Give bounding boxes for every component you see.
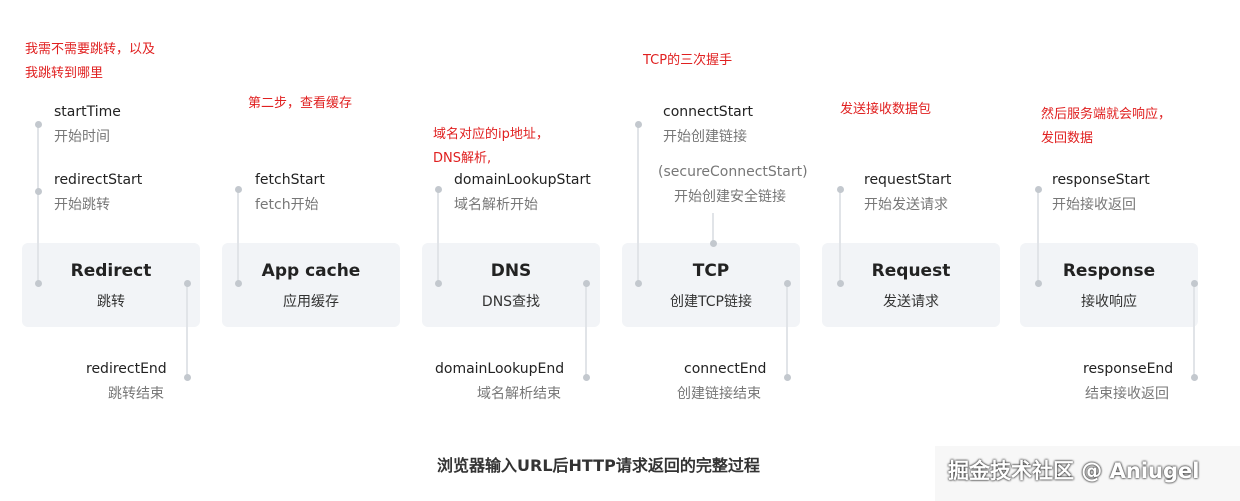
- event-response-end-cn: 结束接收返回: [1085, 386, 1169, 402]
- event-start-time: startTime: [54, 104, 121, 120]
- connector-dot: [1191, 374, 1198, 381]
- event-domain-lookup-end-cn: 域名解析结束: [477, 386, 561, 402]
- event-fetch-start: fetchStart: [255, 172, 325, 188]
- connector-line: [37, 125, 39, 283]
- event-response-end: responseEnd: [1083, 361, 1174, 377]
- connector-line: [186, 283, 188, 377]
- event-start-time-cn: 开始时间: [54, 129, 110, 145]
- watermark-background: [935, 446, 1240, 501]
- event-response-start-cn: 开始接收返回: [1052, 197, 1136, 213]
- event-connect-end-cn: 创建链接结束: [677, 386, 761, 402]
- event-redirect-end-cn: 跳转结束: [108, 386, 164, 402]
- connector-line: [585, 283, 587, 377]
- connector-line: [1193, 283, 1195, 377]
- note-dns-line1: 域名对应的ip地址，: [433, 127, 549, 142]
- stage-app-cache: App cache 应用缓存: [222, 243, 400, 327]
- connector-line: [839, 190, 841, 283]
- stage-subtitle: 应用缓存: [283, 294, 339, 310]
- connector-dot: [184, 374, 191, 381]
- connector-dot: [784, 374, 791, 381]
- event-fetch-start-cn: fetch开始: [255, 197, 319, 213]
- stage-request: Request 发送请求: [822, 243, 1000, 327]
- connector-line: [712, 213, 714, 243]
- connector-dot: [184, 280, 191, 287]
- event-connect-end: connectEnd: [684, 361, 767, 377]
- event-redirect-start-cn: 开始跳转: [54, 197, 110, 213]
- connector-dot: [583, 280, 590, 287]
- note-request: 发送接收数据包: [840, 102, 932, 117]
- event-secure-connect-start: (secureConnectStart): [658, 164, 808, 180]
- note-appcache: 第二步，查看缓存: [248, 96, 353, 111]
- event-connect-start-cn: 开始创建链接: [663, 129, 747, 145]
- stage-subtitle: 接收响应: [1081, 294, 1137, 310]
- connector-line: [1037, 190, 1039, 283]
- event-domain-lookup-start-cn: 域名解析开始: [454, 197, 538, 213]
- connector-line: [237, 190, 239, 283]
- connector-dot: [35, 280, 42, 287]
- connector-dot: [635, 121, 642, 128]
- connector-dot: [1035, 280, 1042, 287]
- connector-dot: [635, 280, 642, 287]
- event-redirect-start: redirectStart: [54, 172, 143, 188]
- connector-dot: [1191, 280, 1198, 287]
- event-response-start: responseStart: [1052, 172, 1150, 188]
- connector-dot: [435, 186, 442, 193]
- event-domain-lookup-end: domainLookupEnd: [435, 361, 565, 377]
- event-request-start-cn: 开始发送请求: [864, 197, 948, 213]
- stage-tcp: TCP 创建TCP链接: [622, 243, 800, 327]
- diagram-caption: 浏览器输入URL后HTTP请求返回的完整过程: [437, 456, 760, 475]
- stage-subtitle: 发送请求: [883, 294, 939, 310]
- watermark: 掘金技术社区 @ Aniugel: [948, 459, 1200, 483]
- note-redirect-line1: 我需不需要跳转，以及: [25, 42, 156, 57]
- stage-subtitle: 跳转: [97, 294, 125, 310]
- stage-title: Redirect: [70, 261, 152, 281]
- connector-dot: [1035, 186, 1042, 193]
- connector-dot: [35, 188, 42, 195]
- connector-dot: [784, 280, 791, 287]
- stage-title: DNS: [490, 261, 532, 281]
- connector-dot: [435, 280, 442, 287]
- stage-title: Response: [1062, 261, 1156, 281]
- note-dns-line2: DNS解析,: [433, 151, 492, 166]
- note-redirect-line2: 我跳转到哪里: [25, 66, 104, 81]
- connector-dot: [235, 186, 242, 193]
- note-tcp: TCP的三次握手: [643, 53, 733, 68]
- connector-dot: [583, 374, 590, 381]
- connector-dot: [235, 280, 242, 287]
- stage-title: Request: [871, 261, 951, 281]
- note-response-line1: 然后服务端就会响应，: [1041, 107, 1172, 122]
- note-response-line2: 发回数据: [1041, 131, 1094, 146]
- stage-redirect: Redirect 跳转: [22, 243, 200, 327]
- connector-line: [437, 190, 439, 283]
- connector-dot: [710, 240, 717, 247]
- connector-dot: [837, 186, 844, 193]
- event-redirect-end: redirectEnd: [86, 361, 167, 377]
- connector-dot: [837, 280, 844, 287]
- connector-dot: [35, 121, 42, 128]
- event-domain-lookup-start: domainLookupStart: [454, 172, 591, 188]
- event-request-start: requestStart: [864, 172, 952, 188]
- stage-dns: DNS DNS查找: [422, 243, 600, 327]
- stage-title: App cache: [261, 261, 361, 281]
- stage-title: TCP: [692, 261, 730, 281]
- event-secure-connect-start-cn: 开始创建安全链接: [674, 189, 786, 205]
- stage-subtitle: DNS查找: [481, 294, 541, 310]
- connector-line: [637, 125, 639, 283]
- connector-line: [786, 283, 788, 377]
- stage-subtitle: 创建TCP链接: [670, 294, 752, 310]
- stage-response: Response 接收响应: [1020, 243, 1198, 327]
- event-connect-start: connectStart: [663, 104, 754, 120]
